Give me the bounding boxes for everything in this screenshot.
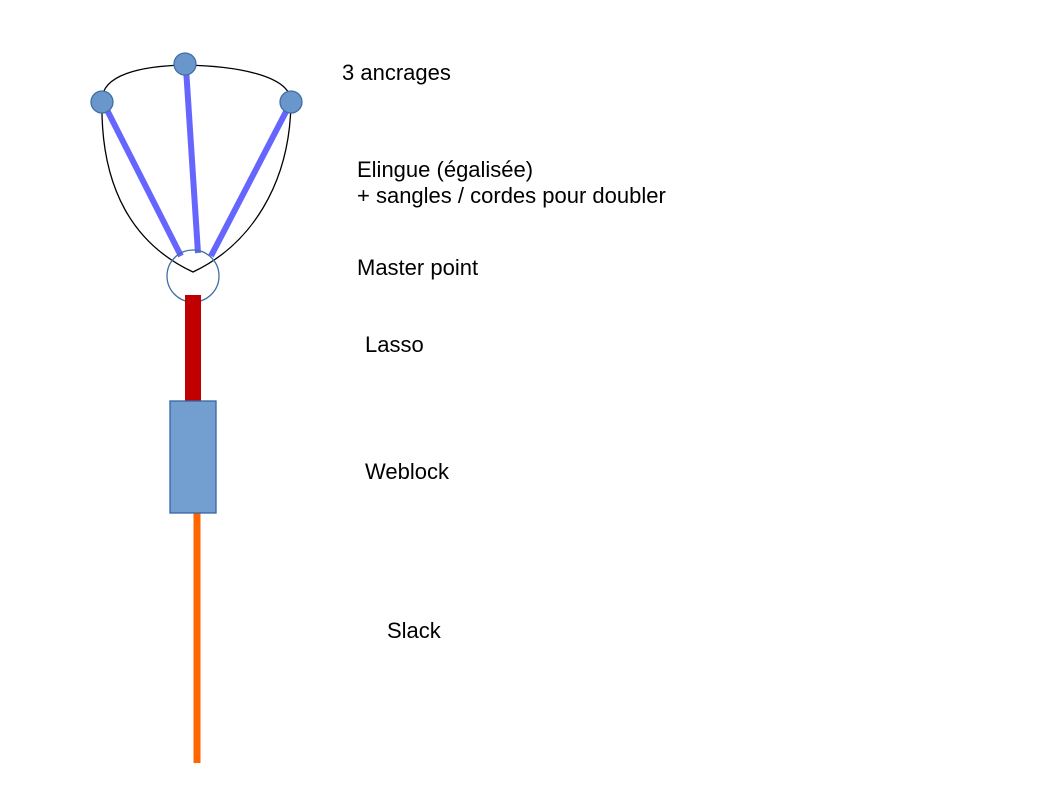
anchor-point-center (173, 52, 197, 76)
slack-label: Slack (387, 618, 441, 643)
weblock-box (169, 400, 217, 514)
anchors-label: 3 ancrages (342, 60, 451, 85)
sling-leg-right (208, 102, 293, 258)
lasso-label: Lasso (365, 332, 424, 357)
sling-leg-left (101, 102, 184, 258)
weblock-label: Weblock (365, 459, 449, 484)
sling-label-line-1: Elingue (égalisée) (357, 157, 534, 182)
anchor-point-right (279, 90, 303, 114)
sling-leg-center (183, 67, 201, 254)
sling-label-line-2: + sangles / cordes pour doubler (357, 183, 666, 208)
master-point-label: Master point (357, 255, 479, 280)
lasso-segment (185, 295, 201, 402)
anchor-point-left (90, 90, 114, 114)
master-point-ring (166, 249, 220, 303)
sling-loop (101, 64, 292, 273)
sling-label: Elingue (égalisée) + sangles / cordes po… (357, 157, 666, 209)
